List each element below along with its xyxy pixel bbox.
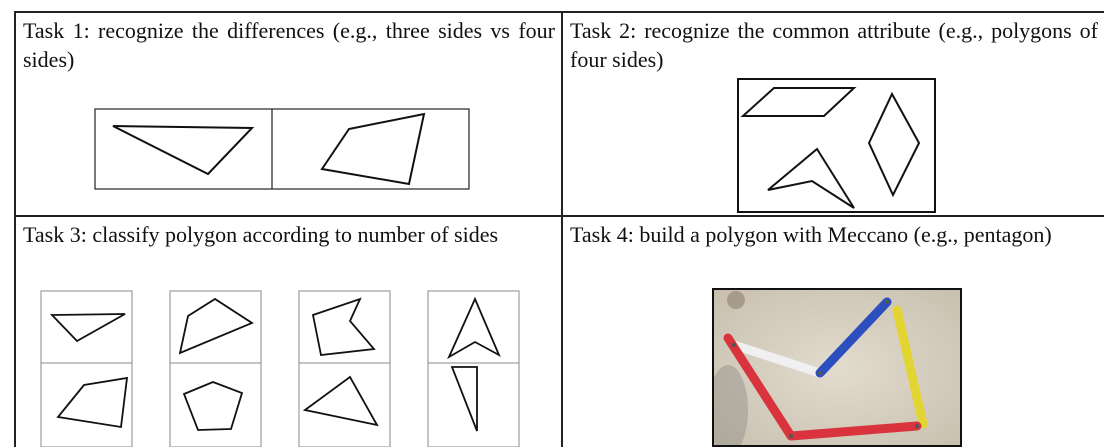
pentagon-shape: [184, 382, 242, 430]
task-3-figure: [15, 216, 561, 447]
pentagon-concave-shape: [313, 299, 374, 355]
triangle-shape: [452, 367, 477, 431]
rhombus-shape: [869, 94, 919, 195]
task-3-cell: Task 3: classify polygon according to nu…: [15, 216, 561, 447]
quadrilateral-shape: [180, 299, 252, 353]
meccano-pentagon: [714, 290, 962, 447]
meccano-photo: [712, 288, 962, 447]
task-1-cell: Task 1: recognize the differences (e.g.,…: [15, 12, 561, 215]
triangle-shape: [52, 314, 125, 341]
task-2-figure: [562, 12, 1104, 215]
triangle-shape: [113, 126, 252, 174]
parallelogram-shape: [743, 88, 854, 116]
task-4-title: Task 4: build a polygon with Meccano (e.…: [570, 220, 1098, 249]
task-4-cell: Task 4: build a polygon with Meccano (e.…: [562, 216, 1104, 447]
arrowhead-shape: [768, 149, 854, 208]
task-1-figure: [15, 12, 561, 215]
arrowhead-shape: [449, 299, 499, 357]
quadrilateral-shape: [58, 378, 127, 427]
triangle-shape: [305, 377, 377, 425]
task-2-cell: Task 2: recognize the common attribute (…: [562, 12, 1104, 215]
quadrilateral-shape: [322, 114, 424, 184]
